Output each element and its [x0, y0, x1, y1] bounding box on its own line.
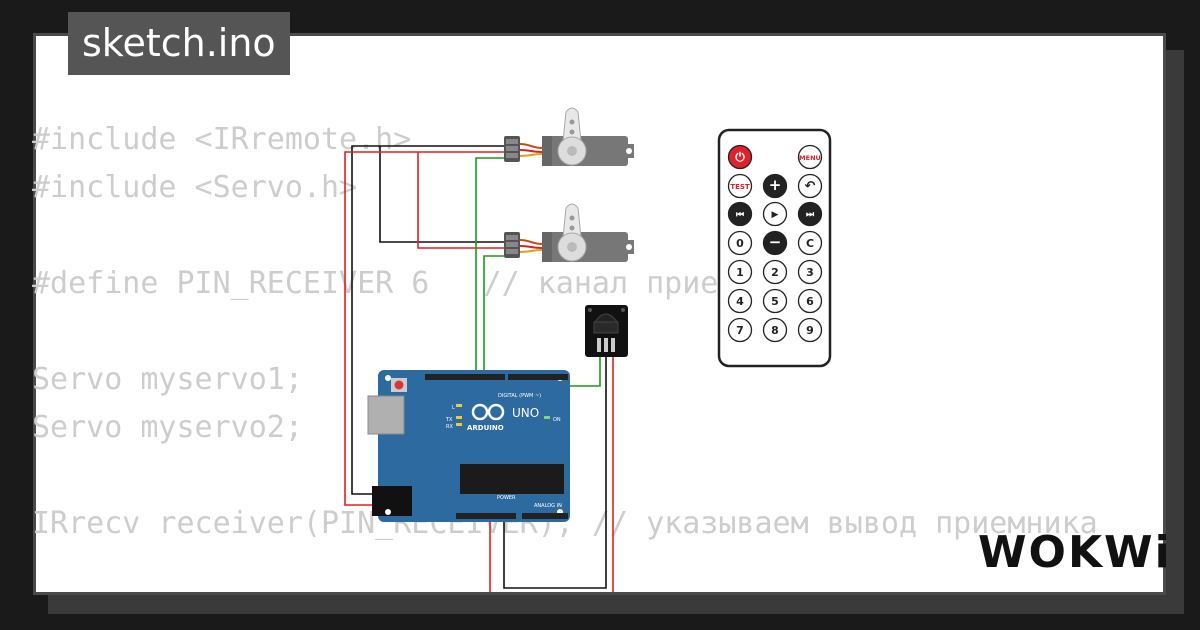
wire-gnd-servo2 — [379, 146, 504, 243]
remote-power-button[interactable]: ⏻ — [727, 144, 753, 170]
analog-header-label: ANALOG IN — [534, 503, 562, 509]
remote-button-9[interactable]: 9 — [797, 317, 823, 343]
arduino-uno-board: UNO ARDUINO DIGITAL (PWM ~) ANALOG IN PO… — [367, 370, 570, 522]
rx-led-label: RX — [446, 424, 453, 430]
on-led-label: ON — [553, 417, 561, 423]
remote-menu-button-label: MENU — [799, 154, 821, 162]
board-brand-label: ARDUINO — [467, 424, 504, 432]
remote-test-button[interactable]: TEST — [727, 173, 753, 199]
remote-button-2-label: 2 — [771, 266, 779, 279]
remote-back-button-label: ↶ — [805, 179, 816, 194]
remote-plus-button-label: + — [769, 176, 782, 194]
remote-back-button[interactable]: ↶ — [797, 173, 823, 199]
usb-port — [367, 395, 405, 435]
remote-plus-button[interactable]: + — [762, 173, 788, 199]
remote-prev-button-label: ⏮ — [736, 210, 744, 220]
remote-c-button-label: C — [806, 237, 814, 250]
tx-led-label: TX — [445, 417, 453, 423]
servo-motor-1 — [504, 107, 634, 166]
remote-button-0[interactable]: 0 — [727, 230, 753, 256]
wire-signal-servo1 — [475, 157, 504, 378]
ir-receiver-module — [585, 305, 628, 357]
remote-minus-button-label: − — [769, 233, 782, 251]
remote-minus-button[interactable]: − — [762, 230, 788, 256]
remote-next-button-label: ⏭ — [806, 210, 815, 220]
remote-next-button[interactable]: ⏭ — [797, 201, 823, 227]
remote-button-6-label: 6 — [806, 295, 814, 308]
power-jack — [372, 486, 412, 516]
remote-button-3[interactable]: 3 — [797, 259, 823, 285]
remote-power-button-label: ⏻ — [735, 150, 745, 164]
wire-vcc-servo1 — [344, 151, 504, 506]
remote-button-4[interactable]: 4 — [727, 288, 753, 314]
board-model-label: UNO — [512, 406, 539, 420]
remote-button-2[interactable]: 2 — [762, 259, 788, 285]
wokwi-logo: WOKWi — [978, 527, 1172, 578]
code-line: #include <IRremote.h> — [32, 122, 412, 157]
remote-button-0-label: 0 — [736, 237, 744, 250]
remote-c-button[interactable]: C — [797, 230, 823, 256]
wire-signal-servo2 — [483, 255, 504, 378]
remote-button-8-label: 8 — [771, 324, 779, 337]
remote-button-8[interactable]: 8 — [762, 317, 788, 343]
file-tab[interactable]: sketch.ino — [68, 12, 290, 75]
digital-header-label: DIGITAL (PWM ~) — [498, 393, 541, 399]
wire-vcc-servo2 — [417, 152, 504, 249]
arduino-logo-icon — [471, 403, 505, 421]
remote-buttons: ⏻ MENU TEST + ↶ ⏮ ▶ ⏭ 0 − C 1 2 3 4 5 6 7 8 9 — [727, 144, 823, 343]
remote-button-1[interactable]: 1 — [727, 259, 753, 285]
remote-button-3-label: 3 — [806, 266, 814, 279]
code-listing: #include <IRremote.h> #include <Servo.h> #… — [32, 116, 1098, 548]
remote-button-5-label: 5 — [771, 295, 779, 308]
code-line: Servo myservo1; — [32, 362, 303, 397]
wire-gnd-servo1 — [351, 145, 504, 495]
remote-menu-button[interactable]: MENU — [797, 144, 823, 170]
remote-button-7[interactable]: 7 — [727, 317, 753, 343]
reset-button-icon[interactable] — [394, 380, 404, 390]
remote-button-4-label: 4 — [736, 295, 744, 308]
remote-test-button-label: TEST — [730, 183, 750, 191]
remote-button-1-label: 1 — [736, 266, 744, 279]
code-line: Servo myservo2; — [32, 410, 303, 445]
remote-button-7-label: 7 — [736, 324, 744, 337]
wire-ir-gnd — [503, 356, 607, 589]
l-led-label: L — [452, 405, 455, 411]
remote-button-6[interactable]: 6 — [797, 288, 823, 314]
remote-prev-button[interactable]: ⏮ — [727, 201, 753, 227]
remote-play-button[interactable]: ▶ — [762, 201, 788, 227]
servo-motor-2 — [504, 203, 634, 262]
code-line: #define PIN_RECEIVER 6 // канал приемник… — [32, 266, 809, 301]
power-header-label: POWER — [497, 495, 516, 501]
code-line: #include <Servo.h> — [32, 170, 358, 205]
remote-play-button-label: ▶ — [772, 210, 779, 220]
remote-button-5[interactable]: 5 — [762, 288, 788, 314]
remote-button-9-label: 9 — [806, 324, 814, 337]
